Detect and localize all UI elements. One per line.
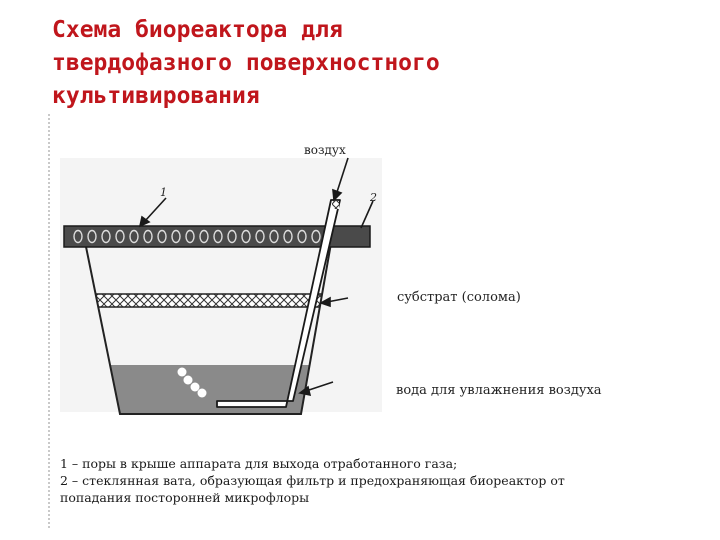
pointer-2 bbox=[360, 200, 374, 229]
lid bbox=[63, 225, 371, 248]
pointer-substrate-head bbox=[319, 296, 331, 308]
label-substrate: субстрат (солома) bbox=[397, 290, 521, 305]
air-bubbles bbox=[177, 367, 207, 398]
title-line: культивирования bbox=[52, 83, 260, 109]
pointer-water bbox=[305, 381, 334, 392]
lid-pores bbox=[73, 229, 321, 244]
panel-left-border bbox=[48, 114, 54, 528]
pointer-1-head bbox=[138, 215, 151, 228]
slide-title: Схема биореактора для твердофазного пове… bbox=[52, 14, 692, 113]
air-tube bbox=[216, 199, 341, 408]
bioreactor-diagram bbox=[60, 157, 382, 415]
air-arrow bbox=[336, 157, 349, 193]
pointer-1 bbox=[144, 197, 167, 222]
legend-item-2: 2 – стеклянная вата, образующая фильтр и… bbox=[60, 473, 565, 488]
legend-item-2-cont: попадания посторонней микрофлоры bbox=[60, 490, 310, 505]
title-line: Схема биореактора для bbox=[52, 17, 343, 43]
pointer-water-head bbox=[298, 385, 312, 397]
label-1: 1 bbox=[160, 186, 167, 199]
label-water: вода для увлажнения воздуха bbox=[396, 383, 602, 398]
legend: 1 – поры в крыше аппарата для выхода отр… bbox=[60, 455, 690, 506]
substrate-layer bbox=[83, 293, 333, 308]
title-line: твердофазного поверхностного bbox=[52, 50, 440, 76]
annotation-arrows bbox=[138, 157, 374, 397]
glass-wool-filter bbox=[332, 201, 339, 209]
label-2: 2 bbox=[370, 191, 377, 204]
legend-item-1: 1 – поры в крыше аппарата для выхода отр… bbox=[60, 456, 458, 471]
air-arrowhead bbox=[332, 188, 343, 202]
vessel-wall bbox=[82, 231, 334, 415]
label-air: воздух bbox=[304, 143, 346, 157]
